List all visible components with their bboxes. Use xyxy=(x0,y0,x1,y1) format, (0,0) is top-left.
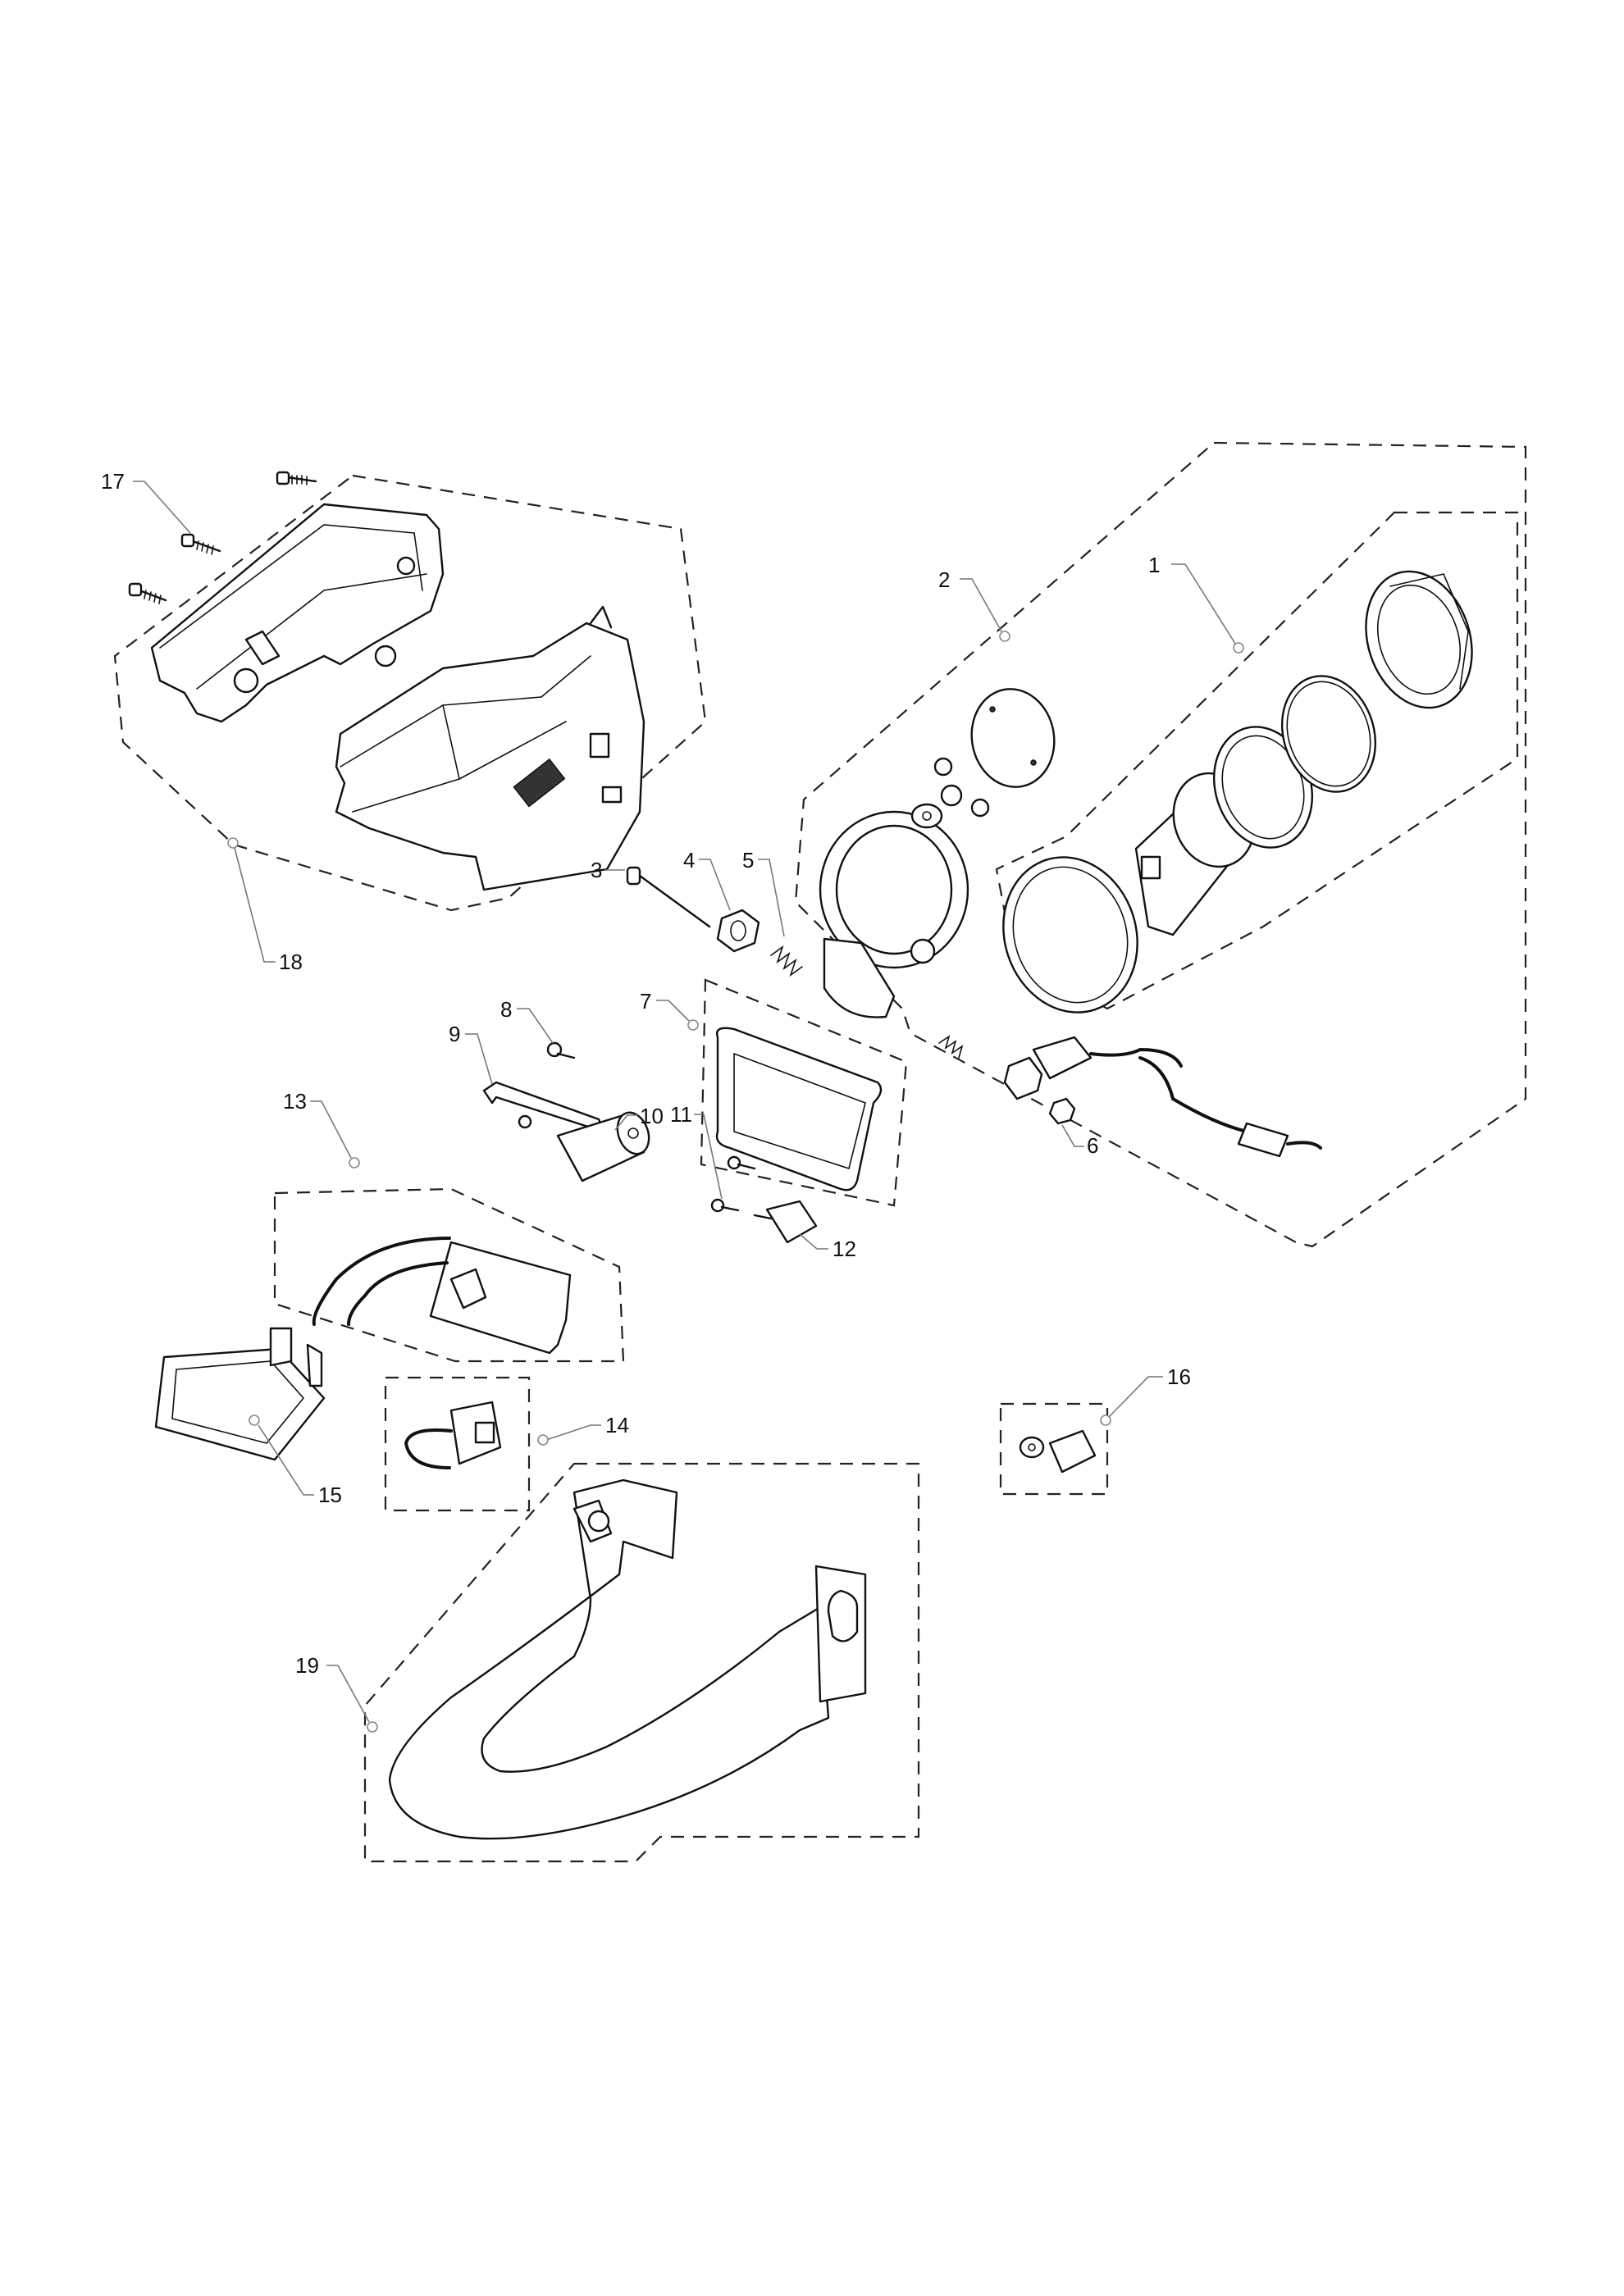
callout-4: 4 xyxy=(683,848,731,911)
screw-8 xyxy=(546,1041,576,1059)
screws-11 xyxy=(710,1155,756,1213)
group-7-outline xyxy=(700,978,908,1207)
clip-16 xyxy=(1019,1429,1097,1474)
group-16-outline xyxy=(999,1402,1109,1496)
callout-5: 5 xyxy=(742,848,785,937)
lamp-lens-disc xyxy=(970,688,1056,788)
spring-5 xyxy=(770,945,803,977)
cylinder-10 xyxy=(556,1111,650,1182)
callout-17: 17 xyxy=(101,469,191,534)
callout-19-label: 19 xyxy=(295,1653,319,1678)
callout-10: 10 xyxy=(614,1104,664,1131)
lamp-body xyxy=(819,810,969,1018)
callout-13: 13 xyxy=(283,1089,360,1168)
callout-3-label: 3 xyxy=(591,858,602,882)
group-14-outline xyxy=(384,1376,531,1512)
callout-6-label: 6 xyxy=(1087,1133,1098,1158)
lamp-small-screws xyxy=(910,757,990,829)
callout-8-label: 8 xyxy=(500,997,512,1022)
callout-13-label: 13 xyxy=(283,1089,307,1114)
battery-tray-15 xyxy=(154,1327,326,1461)
callout-7: 7 xyxy=(640,989,699,1031)
callout-9: 9 xyxy=(449,1022,493,1085)
callout-15-label: 15 xyxy=(318,1483,342,1507)
callout-2-label: 2 xyxy=(938,567,950,592)
callout-16-label: 16 xyxy=(1167,1364,1191,1389)
callout-19: 19 xyxy=(295,1653,378,1733)
lamp-bezel xyxy=(1365,570,1473,709)
switch-14 xyxy=(404,1401,502,1469)
callout-14: 14 xyxy=(537,1413,629,1446)
circuit-board-13 xyxy=(312,1237,572,1355)
callout-5-label: 5 xyxy=(742,848,754,872)
lamp-gasket-large xyxy=(1002,856,1138,1014)
nut-6 xyxy=(1048,1097,1076,1125)
group-2-outline xyxy=(794,441,1527,1248)
cable-assembly xyxy=(938,1035,1322,1158)
callout-11: 11 xyxy=(670,1102,723,1200)
head-strap-19 xyxy=(388,1478,867,1840)
callout-3: 3 xyxy=(591,858,625,882)
side-lens-frame xyxy=(715,1027,883,1191)
callout-11-label: 11 xyxy=(670,1102,692,1127)
pin-3 xyxy=(626,866,711,928)
callout-14-label: 14 xyxy=(605,1413,629,1437)
callout-2: 2 xyxy=(938,567,1010,642)
battery-housing-base xyxy=(335,605,645,891)
lamp-o-ring xyxy=(1280,675,1377,793)
group-18-outline xyxy=(113,474,707,912)
callout-6: 6 xyxy=(1061,1124,1098,1158)
nut-4 xyxy=(716,909,760,953)
callout-1: 1 xyxy=(1148,553,1244,654)
callout-8: 8 xyxy=(500,997,554,1044)
callout-9-label: 9 xyxy=(449,1022,460,1046)
callout-16: 16 xyxy=(1100,1364,1191,1426)
callout-12-label: 12 xyxy=(833,1237,856,1261)
battery-housing-cover xyxy=(150,503,445,723)
screw-17-b xyxy=(180,533,221,555)
group-19-outline xyxy=(363,1462,920,1863)
callout-18-label: 18 xyxy=(279,950,303,974)
group-1-outline xyxy=(995,511,1519,1010)
screw-17-a xyxy=(276,471,317,485)
callout-12: 12 xyxy=(799,1233,856,1261)
callout-4-label: 4 xyxy=(683,848,695,872)
callout-15: 15 xyxy=(249,1414,342,1507)
callout-1-label: 1 xyxy=(1148,553,1160,577)
callout-18: 18 xyxy=(227,837,303,974)
switch-12 xyxy=(753,1200,818,1244)
callout-10-label: 10 xyxy=(640,1104,664,1128)
callout-17-label: 17 xyxy=(101,469,125,494)
callout-7-label: 7 xyxy=(640,989,651,1014)
screw-17-c xyxy=(128,582,167,604)
